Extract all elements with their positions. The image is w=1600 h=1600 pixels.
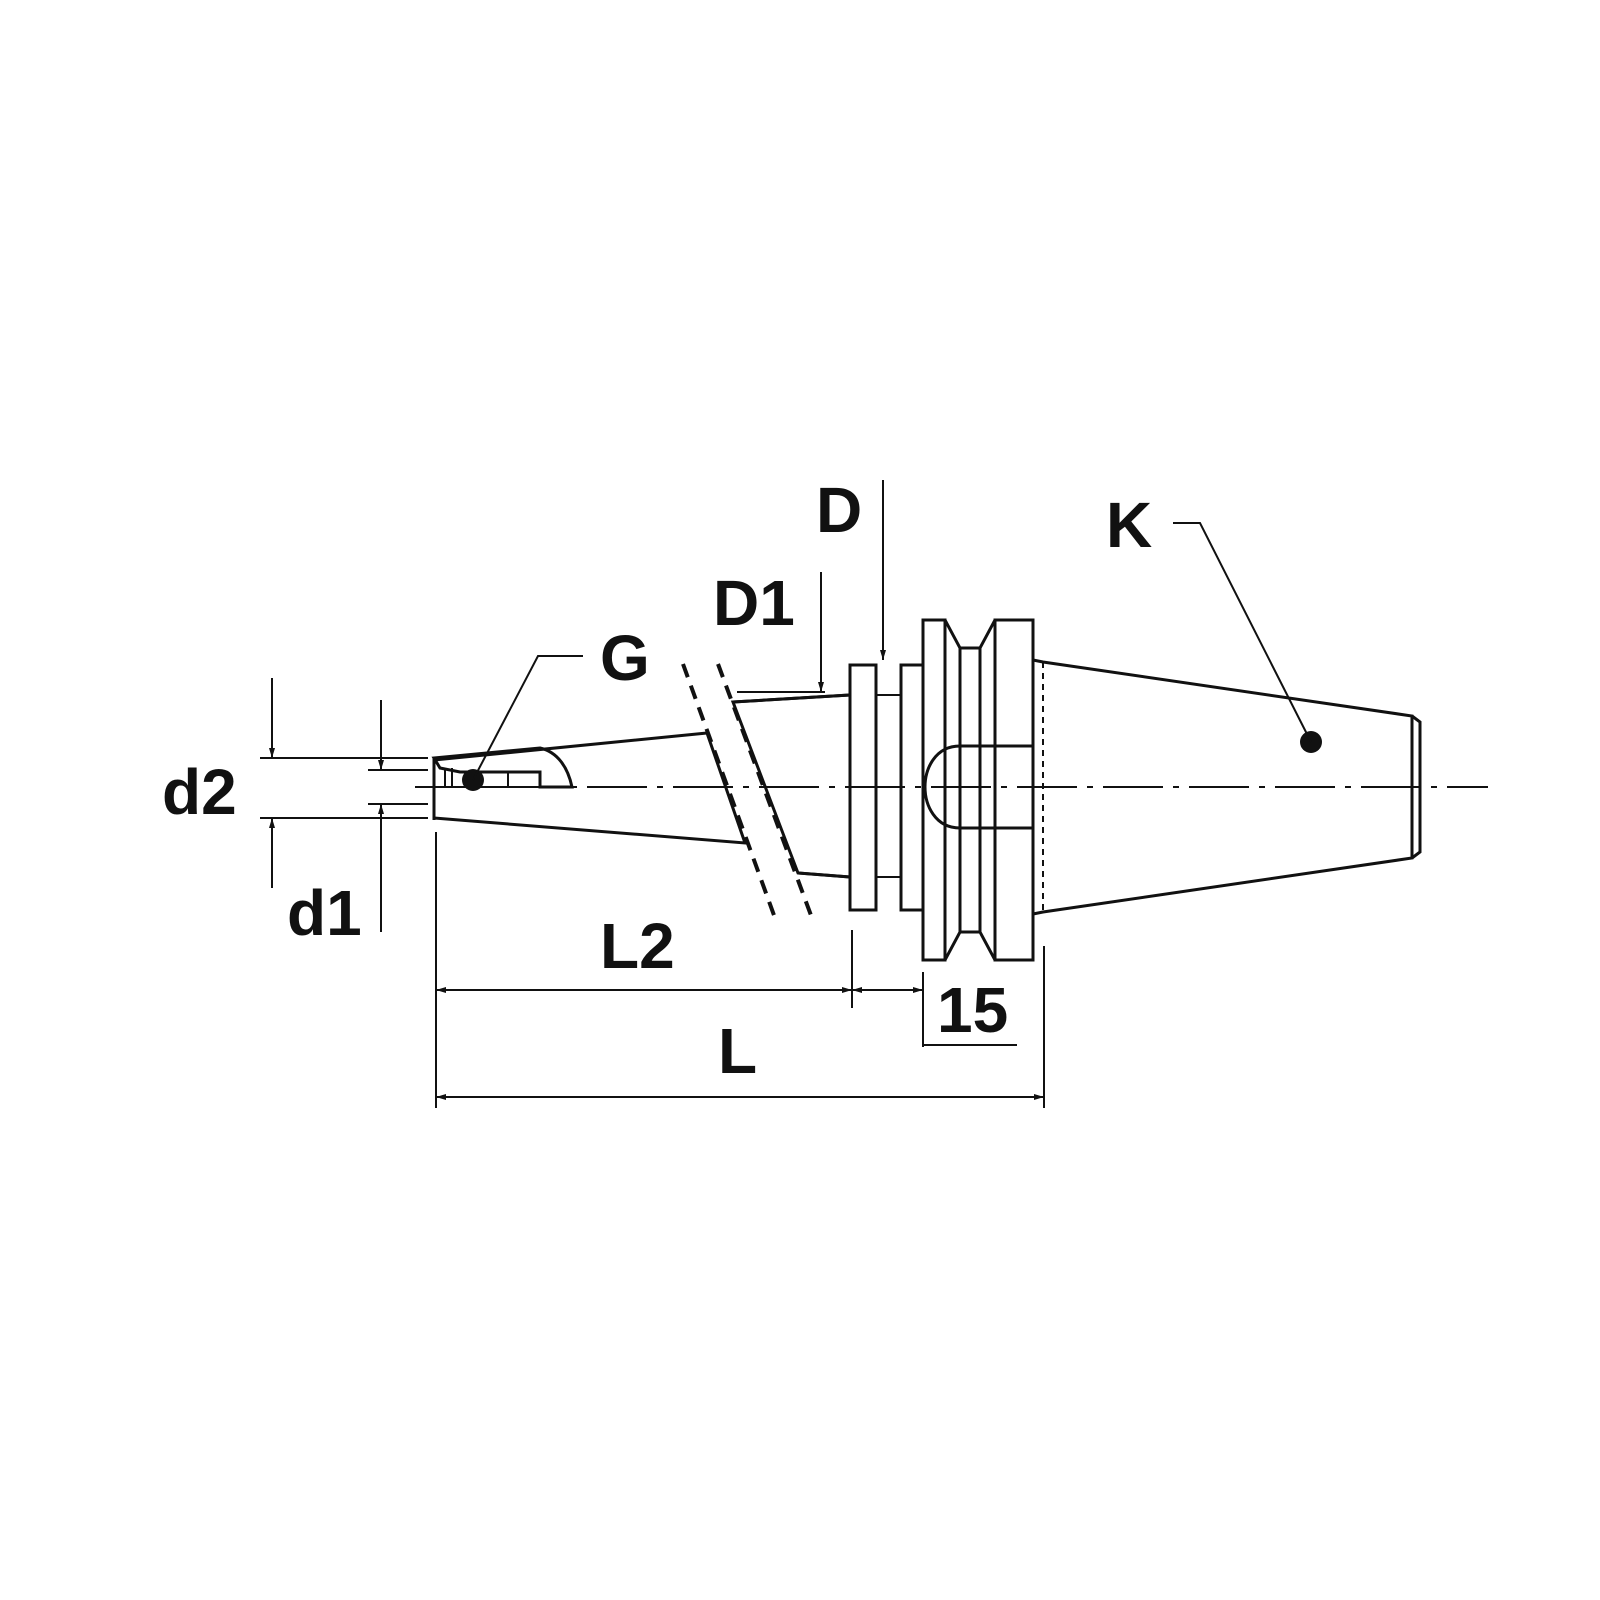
break-line-left xyxy=(681,663,777,919)
drive-slot xyxy=(923,744,1035,830)
shank-bottom-edge xyxy=(797,871,851,879)
leader-line-k xyxy=(1173,522,1312,743)
hatched-section xyxy=(431,746,574,789)
shank-top-edge xyxy=(732,693,851,704)
label-D: D xyxy=(816,474,862,546)
label-d1: d1 xyxy=(287,877,362,949)
label-L2: L2 xyxy=(600,910,675,982)
label-D1: D1 xyxy=(713,567,795,639)
v-groove xyxy=(943,619,997,961)
label-k: K xyxy=(1106,489,1152,561)
label-15: 15 xyxy=(937,974,1008,1046)
label-g: G xyxy=(600,622,650,694)
leader-line-g xyxy=(472,655,583,781)
label-L: L xyxy=(718,1015,757,1087)
label-d2: d2 xyxy=(162,756,237,828)
flange-4 xyxy=(993,618,1035,962)
